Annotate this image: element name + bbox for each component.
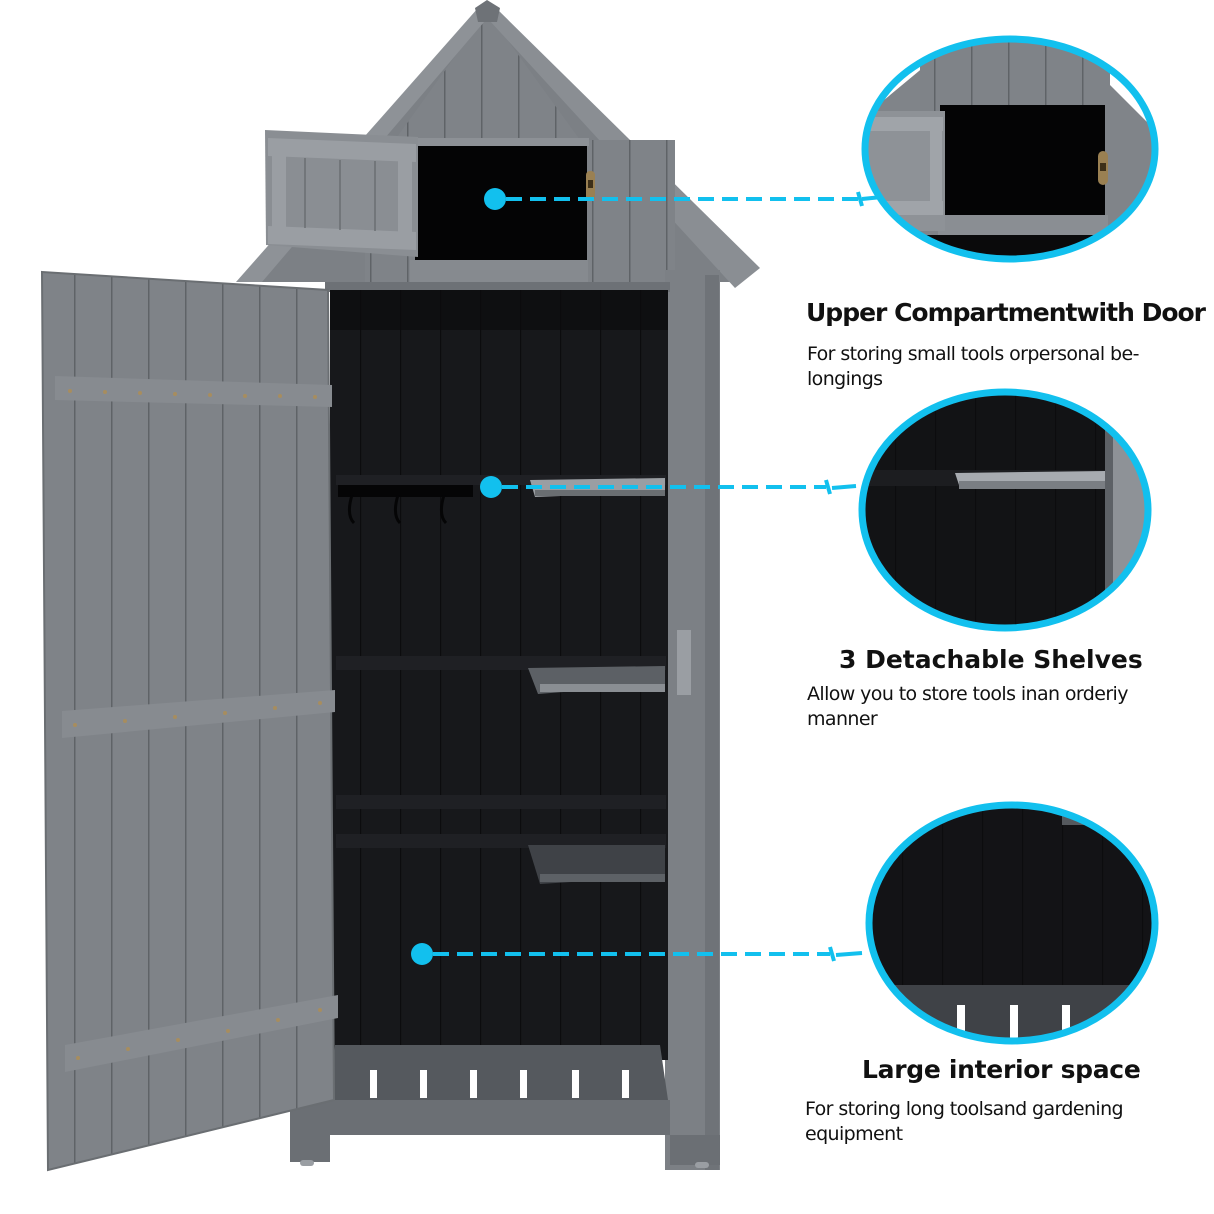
feature-title-shelves: 3 Detachable Shelves [839,645,1143,674]
upper-door [265,130,418,257]
detail-circle-shelf [855,385,1155,635]
shelf-3 [336,795,666,884]
front-right-leg [670,1135,720,1165]
shed-illustration [40,0,760,1172]
front-left-leg [290,1100,330,1162]
feature-desc-upper-line2: longings [807,368,883,390]
feature-title-upper: Upper Compartmentwith Door [806,298,1206,327]
latch-icon [586,171,595,201]
feature-desc-shelves-line1: Allow you to store tools inan orderiy [807,683,1128,705]
feature-desc-interior-line1: For storing long toolsand gardening [805,1098,1124,1120]
feature-desc-upper-line1: For storing small tools orpersonal be- [807,343,1139,365]
feature-desc-shelves-line2: manner [807,708,878,730]
upper-compartment-opening [415,143,587,261]
door-latch-icon [677,630,691,695]
feature-title-interior: Large interior space [862,1055,1141,1084]
shed-drawing [40,0,760,1172]
main-door [40,270,338,1172]
feature-desc-interior-line2: equipment [805,1123,903,1145]
shelf-2 [336,656,666,694]
detail-circle-bottom [862,795,1162,1045]
slatted-floor [330,1045,670,1135]
shelf-1 [530,478,665,497]
detail-circle-upper [860,25,1160,265]
